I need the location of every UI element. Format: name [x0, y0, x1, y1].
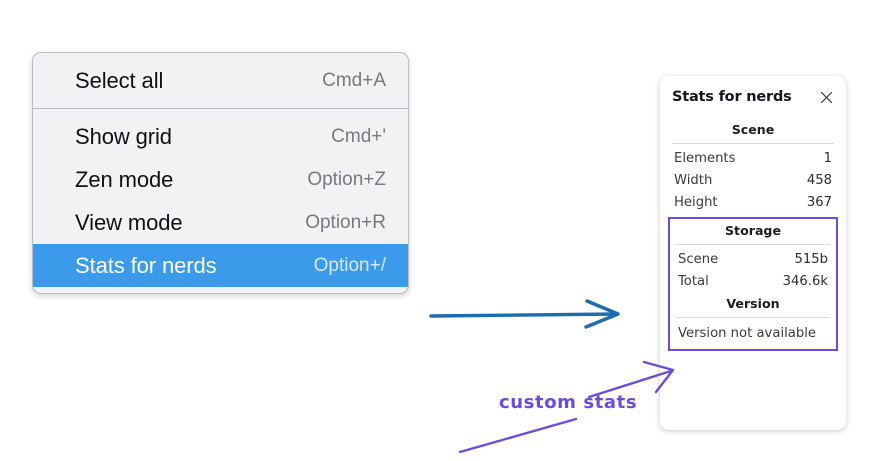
- version-note: Version not available: [678, 326, 816, 341]
- menu-item-label: Show grid: [75, 123, 172, 149]
- stats-for-nerds-panel: Stats for nerds Scene Elements 1 Width 4…: [660, 76, 846, 430]
- stat-value: 367: [806, 194, 832, 210]
- stats-section-version: Version Version not available: [676, 292, 830, 343]
- section-divider: [676, 317, 830, 318]
- panel-title: Stats for nerds: [672, 89, 792, 105]
- stat-label: Width: [674, 172, 713, 188]
- menu-item-zen-mode[interactable]: Zen mode Option+Z: [33, 158, 408, 201]
- stat-label: Height: [674, 194, 718, 210]
- menu-item-shortcut: Option+/: [313, 254, 386, 276]
- stat-value: 1: [823, 150, 832, 166]
- stat-value: 346.6k: [782, 273, 828, 289]
- stat-row-elements: Elements 1: [672, 147, 834, 169]
- stat-label: Elements: [674, 150, 736, 166]
- section-divider: [676, 244, 830, 245]
- close-icon[interactable]: [819, 90, 834, 105]
- blue-pointer-arrow: [429, 299, 620, 329]
- menu-item-shortcut: Option+R: [305, 211, 386, 233]
- menu-item-show-grid[interactable]: Show grid Cmd+': [33, 115, 408, 158]
- section-heading-storage: Storage: [724, 223, 781, 238]
- menu-item-label: Select all: [75, 67, 164, 93]
- stat-label: Total: [678, 273, 709, 289]
- menu-item-shortcut: Cmd+': [331, 125, 386, 147]
- stat-row-storage-total: Total 346.6k: [676, 270, 830, 292]
- stats-section-scene: Scene Elements 1 Width 458 Height 367: [672, 118, 834, 213]
- menu-item-label: View mode: [75, 209, 183, 235]
- stat-value: 458: [806, 172, 832, 188]
- section-heading-version: Version: [726, 296, 780, 311]
- menu-item-label: Stats for nerds: [75, 252, 217, 278]
- stat-label: Scene: [678, 251, 719, 267]
- menu-group-2: Show grid Cmd+' Zen mode Option+Z View m…: [33, 108, 408, 293]
- menu-item-view-mode[interactable]: View mode Option+R: [33, 201, 408, 244]
- menu-item-stats-for-nerds[interactable]: Stats for nerds Option+/: [33, 244, 408, 287]
- menu-item-select-all[interactable]: Select all Cmd+A: [33, 59, 408, 102]
- stat-row-storage-scene: Scene 515b: [676, 248, 830, 270]
- canvas-context-menu[interactable]: Select all Cmd+A Show grid Cmd+' Zen mod…: [32, 52, 409, 294]
- section-heading-scene: Scene: [731, 122, 775, 137]
- menu-item-shortcut: Option+Z: [307, 168, 386, 190]
- menu-item-label: Zen mode: [75, 166, 174, 192]
- menu-group-1: Select all Cmd+A: [33, 53, 408, 108]
- menu-item-shortcut: Cmd+A: [322, 69, 386, 91]
- annotation-label-custom-stats: custom stats: [499, 392, 638, 413]
- stat-value: 515b: [794, 251, 828, 267]
- section-divider: [672, 143, 834, 144]
- stats-section-storage: Storage Scene 515b Total 346.6k: [676, 219, 830, 292]
- stat-row-height: Height 367: [672, 191, 834, 213]
- panel-header: Stats for nerds: [672, 89, 834, 105]
- purple-underline-stroke: [458, 417, 578, 454]
- custom-stats-highlight-region: Storage Scene 515b Total 346.6k Version …: [668, 217, 838, 351]
- stat-row-width: Width 458: [672, 169, 834, 191]
